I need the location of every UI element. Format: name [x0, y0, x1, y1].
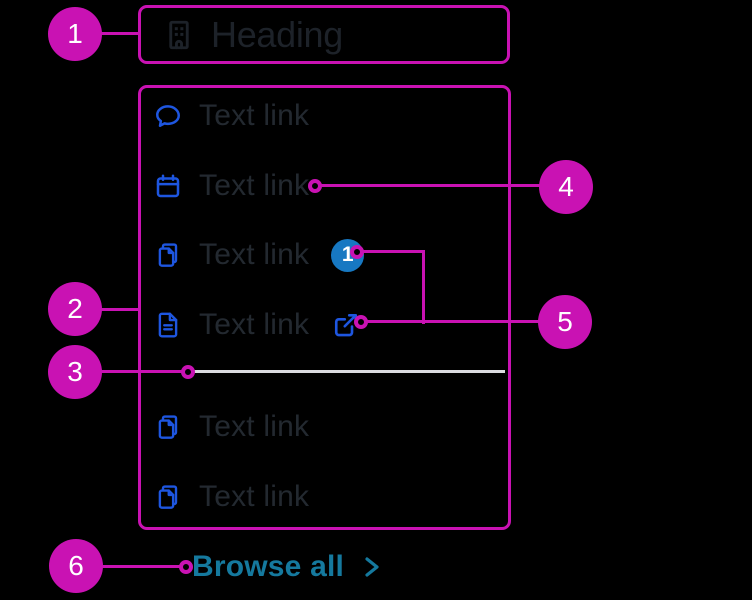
- callout-1: 1: [48, 7, 102, 61]
- browse-all-link[interactable]: Browse all: [192, 548, 383, 586]
- menu-item-2[interactable]: Text link: [153, 166, 309, 206]
- menu-item-label: Text link: [199, 410, 310, 443]
- callout-2: 2: [48, 282, 102, 336]
- menu-panel: Text link Text link Text link 1: [138, 85, 511, 530]
- calendar-icon: [153, 171, 183, 201]
- menu-item-6[interactable]: Text link: [153, 477, 309, 517]
- annotation-line-3: [100, 370, 183, 373]
- heading-label: Heading: [211, 13, 344, 55]
- annotation-line-5: [363, 320, 539, 323]
- building-icon: [161, 17, 197, 53]
- annotation-marker-browse-all: [179, 560, 193, 574]
- menu-item-label: Text link: [199, 308, 310, 341]
- file-text-icon: [153, 310, 183, 340]
- menu-item-label: Text link: [199, 480, 310, 513]
- annotation-line-5-badge: [361, 250, 425, 253]
- annotation-line-6: [102, 565, 181, 568]
- menu-item-5[interactable]: Text link: [153, 407, 309, 447]
- annotation-marker-text-link: [308, 179, 322, 193]
- copy-icon: [153, 240, 183, 270]
- menu-item-3[interactable]: Text link 1: [153, 235, 365, 275]
- callout-5: 5: [538, 295, 592, 349]
- annotation-line-1: [100, 32, 140, 35]
- callout-4: 4: [539, 160, 593, 214]
- annotation-marker-divider: [181, 365, 195, 379]
- menu-item-label: Text link: [199, 99, 310, 132]
- menu-heading: Heading: [138, 5, 510, 64]
- menu-divider: [190, 370, 505, 373]
- callout-3: 3: [48, 345, 102, 399]
- annotation-line-2: [100, 308, 140, 311]
- chevron-right-icon: [361, 553, 383, 581]
- annotation-line-4: [319, 184, 540, 187]
- menu-item-label: Text link: [199, 238, 310, 271]
- browse-all-label: Browse all: [192, 550, 345, 583]
- menu-item-label: Text link: [199, 169, 310, 202]
- chat-icon: [153, 101, 183, 131]
- callout-6: 6: [49, 539, 103, 593]
- annotation-marker-badge: [350, 245, 364, 259]
- copy-icon: [153, 482, 183, 512]
- menu-item-1[interactable]: Text link: [153, 96, 309, 136]
- annotation-marker-external-icon: [354, 315, 368, 329]
- copy-icon: [153, 412, 183, 442]
- annotation-line-5-vertical: [422, 250, 425, 324]
- menu-item-4[interactable]: Text link: [153, 305, 361, 345]
